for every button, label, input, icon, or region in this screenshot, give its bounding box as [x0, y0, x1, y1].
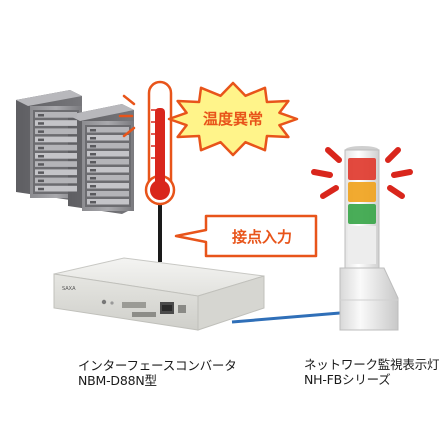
dc-jack: [178, 305, 186, 313]
lamp-amber: [348, 182, 376, 202]
light-caption-name: ネットワーク監視表示灯: [304, 357, 440, 372]
rack-drive-led: [90, 201, 96, 204]
signal-tower-light: [339, 146, 399, 331]
rack-drive-slot: [87, 143, 129, 149]
converter-brand-logo: SAXA: [62, 286, 76, 292]
ethernet-port-inner: [162, 305, 172, 311]
rack-drive-slot: [35, 136, 77, 143]
terminal-block: [132, 312, 156, 317]
rack-slots-left: [35, 112, 77, 192]
rack-drive-led: [90, 145, 96, 148]
rack-drive-led: [90, 177, 96, 180]
light-caption: ネットワーク監視表示灯 NH-FBシリーズ: [304, 357, 440, 387]
thermometer-icon: [144, 80, 176, 206]
rack-drive-slot: [87, 127, 129, 133]
rack-drive-led: [38, 130, 44, 133]
temperature-alert-burst: 温度異常: [167, 81, 299, 157]
lamp-green: [348, 204, 376, 224]
rack-slots-right: [87, 127, 129, 205]
rack-drive-slot: [87, 135, 129, 141]
interface-converter-device: SAXA: [53, 257, 265, 331]
lamp-red: [348, 158, 376, 180]
rack-drive-slot: [35, 128, 77, 135]
rack-drive-led: [90, 161, 96, 164]
rack-drive-led: [90, 129, 96, 132]
heat-rays-icon: [118, 94, 136, 138]
rack-drive-led: [90, 137, 96, 140]
led-indicator: [101, 299, 107, 305]
rack-drive-slot: [87, 191, 129, 197]
rack-drive-slot: [87, 159, 129, 165]
rack-drive-slot: [35, 112, 77, 118]
rack-drive-slot: [35, 144, 77, 151]
alert-burst-label: 温度異常: [203, 110, 263, 128]
rack-drive-slot: [35, 120, 77, 126]
rack-drive-led: [90, 169, 96, 172]
rack-drive-slot: [35, 161, 77, 167]
rack-drive-led: [90, 185, 96, 188]
contact-input-label: 接点入力: [232, 228, 292, 246]
rack-drive-slot: [87, 167, 129, 173]
contact-input-callout: 接点入力: [174, 214, 318, 258]
rack-drive-slot: [87, 151, 129, 157]
rack-drive-slot: [35, 169, 77, 176]
converter-caption-model: NBM-D88N型: [78, 373, 157, 388]
rack-drive-led: [90, 153, 96, 156]
led-indicator: [110, 301, 114, 305]
rack-drive-slot: [35, 177, 77, 184]
rack-drive-led: [90, 193, 96, 196]
rack-drive-led: [38, 146, 44, 150]
converter-caption: インターフェースコンバータ NBM-D88N型: [78, 358, 237, 388]
light-caption-model: NH-FBシリーズ: [304, 372, 391, 387]
rack-drive-slot: [87, 183, 129, 189]
warning-flash-icon: [311, 147, 413, 199]
rack-drive-led: [38, 179, 44, 183]
rack-drive-led: [38, 122, 44, 125]
rack-drive-slot: [35, 153, 77, 159]
rack-drive-slot: [87, 199, 129, 205]
alert-burst-shape: [167, 81, 299, 157]
rack-drive-led: [38, 171, 44, 174]
rack-drive-slot: [35, 185, 77, 192]
rack-drive-slot: [87, 175, 129, 181]
rack-drive-led: [38, 114, 44, 117]
rack-drive-led: [38, 187, 44, 191]
terminal-block: [122, 302, 146, 308]
rack-drive-led: [38, 138, 44, 142]
converter-caption-name: インターフェースコンバータ: [78, 358, 237, 373]
rack-drive-led: [38, 155, 44, 158]
network-cable: [231, 310, 353, 324]
rack-drive-led: [38, 163, 44, 166]
